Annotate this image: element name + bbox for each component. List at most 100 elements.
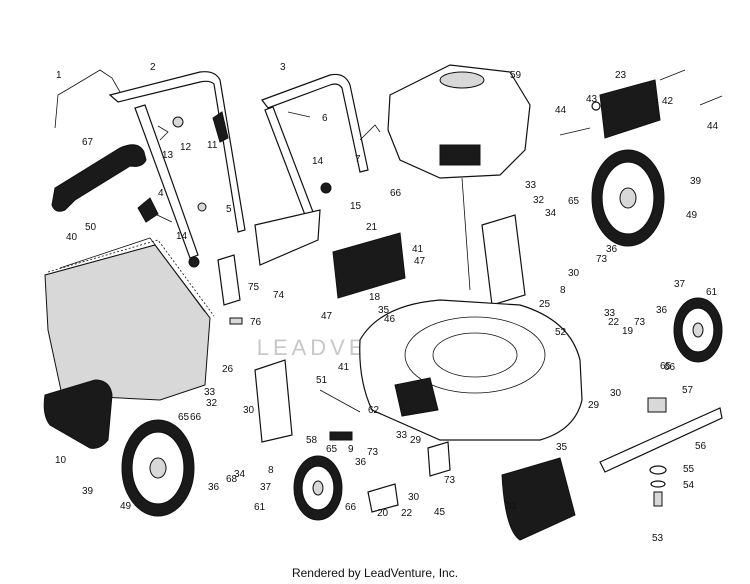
- part-26-height-bracket: [254, 359, 293, 443]
- part-49-rear-wheel-left: [121, 419, 195, 517]
- callout: 51: [316, 375, 328, 386]
- callout: 57: [682, 385, 694, 396]
- part-42-rod: [659, 69, 686, 81]
- part-31-discharge-chute: [501, 457, 576, 541]
- part-59-engine: [387, 64, 531, 291]
- credit-line: Rendered by LeadVenture, Inc.: [291, 566, 459, 580]
- part-75-rear-deflector: [254, 209, 321, 266]
- callout: 44: [707, 121, 719, 132]
- callout: 34: [545, 208, 557, 219]
- callout: 12: [180, 142, 192, 153]
- callout: 74: [273, 290, 285, 301]
- part-20-bracket: [367, 483, 399, 513]
- callout: 47: [414, 256, 426, 267]
- callout: 66: [664, 362, 676, 373]
- part-50-bag-frame: [59, 237, 206, 313]
- callout: 32: [206, 398, 218, 409]
- callout: 46: [384, 314, 396, 325]
- callout: 65: [568, 196, 580, 207]
- callout: 50: [85, 222, 97, 233]
- callout: 41: [412, 244, 424, 255]
- callout: 47: [321, 311, 333, 322]
- callout: 56: [695, 441, 707, 452]
- part-14-knob-b: [320, 182, 332, 194]
- part-6-bolt: [287, 111, 311, 118]
- callout: 36: [656, 305, 668, 316]
- part-4-wing-knob: [137, 197, 173, 223]
- callout: 33: [525, 180, 537, 191]
- callout: 73: [444, 475, 456, 486]
- part-51-axle: [319, 389, 361, 413]
- part-54-washer: [650, 480, 666, 488]
- part-25-height-adjuster: [481, 214, 526, 306]
- callout: 37: [260, 482, 272, 493]
- callout: 19: [622, 326, 634, 337]
- callout: 8: [268, 465, 274, 476]
- part-52-mower-deck: [359, 299, 583, 441]
- part-21-mulch-plug: [332, 232, 406, 299]
- callout: 4: [158, 188, 164, 199]
- callout: 15: [350, 201, 362, 212]
- callout: 30: [243, 405, 255, 416]
- callout: 75: [248, 282, 260, 293]
- part-49-rear-wheel-right: [591, 149, 665, 247]
- part-74-bracket: [427, 441, 451, 477]
- part-44-bolt-a: [559, 127, 591, 136]
- callout: 35: [378, 305, 390, 316]
- callout: 30: [568, 268, 580, 279]
- part-57-adapter: [647, 397, 667, 413]
- part-37-front-wheel-left: [293, 455, 343, 521]
- callout: 53: [652, 533, 664, 544]
- callout: 42: [662, 96, 674, 107]
- callout: 32: [533, 195, 545, 206]
- callout: 29: [410, 435, 422, 446]
- part-11-cable: [212, 111, 229, 143]
- callout: 61: [706, 287, 718, 298]
- callout: 61: [254, 502, 266, 513]
- callout: 41: [338, 362, 350, 373]
- part-10-rear-flap: [43, 379, 113, 449]
- callout: 58: [306, 435, 318, 446]
- part-3-lower-handle: [261, 73, 369, 216]
- callout: 10: [55, 455, 67, 466]
- part-40-grass-bag: [44, 239, 215, 401]
- part-77-bolt: [229, 317, 243, 325]
- callout-labels: 1 2 3 4 5 6 7 8 8 9 10 11 12 13 14 14 15…: [55, 62, 719, 544]
- callout: 13: [162, 150, 174, 161]
- callout: 34: [234, 469, 246, 480]
- callout: 18: [369, 292, 381, 303]
- part-44-bolt-b: [699, 95, 723, 106]
- callout: 1: [56, 70, 62, 81]
- callout: 30: [610, 388, 622, 399]
- callout: 30: [408, 492, 420, 503]
- callout: 52: [555, 327, 567, 338]
- part-55-washer: [649, 465, 667, 475]
- callout: 65: [326, 444, 338, 455]
- part-68-foam-grip: [51, 144, 147, 212]
- callout: 8: [560, 285, 566, 296]
- callout: 6: [322, 113, 328, 124]
- part-5-bolt: [197, 202, 207, 212]
- part-56-blade: [599, 407, 723, 473]
- callout: 65: [660, 361, 672, 372]
- part-13-clip: [157, 125, 169, 141]
- callout: 73: [634, 317, 646, 328]
- callout: 23: [615, 70, 627, 81]
- callout: 22: [401, 508, 413, 519]
- callout: 36: [208, 482, 220, 493]
- part-43-spring: [591, 101, 601, 111]
- callout: 14: [176, 231, 188, 242]
- callout: 73: [367, 447, 379, 458]
- callout: 40: [66, 232, 78, 243]
- callout: 5: [226, 204, 232, 215]
- callout: 54: [683, 480, 695, 491]
- part-58-spring: [329, 431, 353, 441]
- callout: 39: [690, 176, 702, 187]
- part-7-rope-guide: [359, 124, 381, 141]
- callout: 31: [506, 501, 518, 512]
- callout: 22: [608, 317, 620, 328]
- callout: 59: [510, 70, 522, 81]
- callout: 66: [390, 188, 402, 199]
- callout: 68: [226, 474, 238, 485]
